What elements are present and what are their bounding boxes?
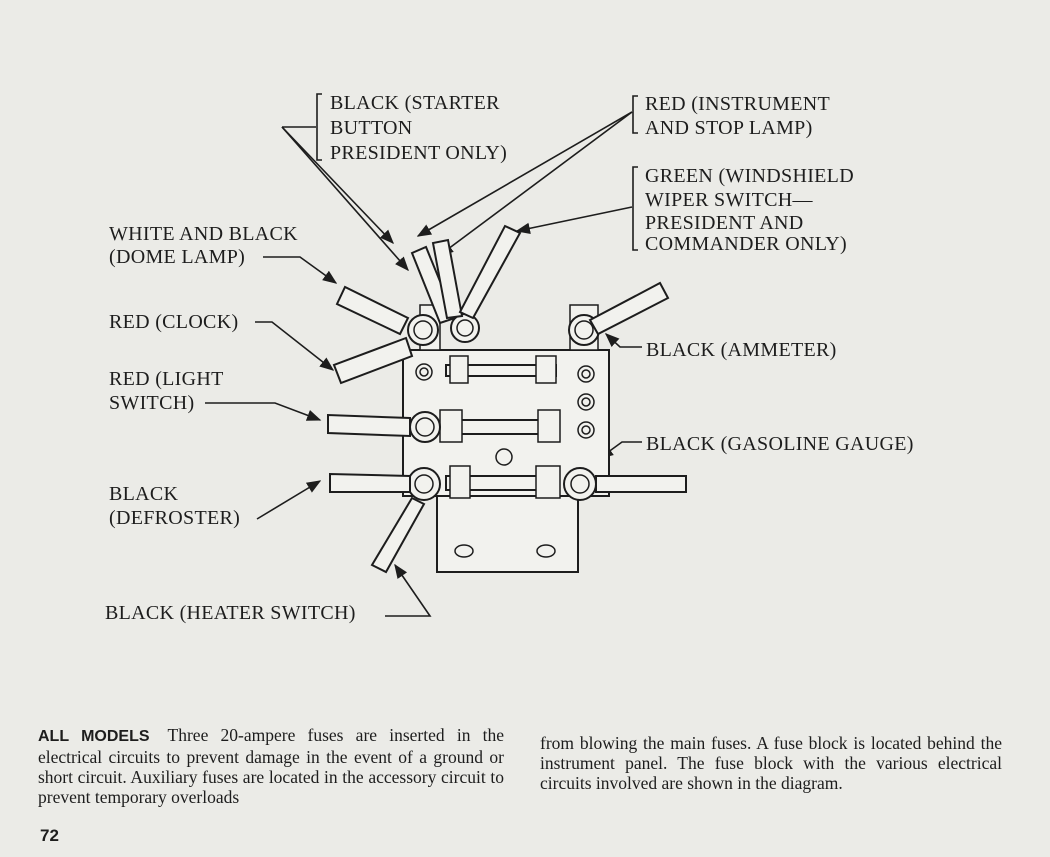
label-red-instrument: RED (INSTRUMENT AND STOP LAMP) [632,93,830,139]
fuse-block-diagram: BLACK (STARTER BUTTON PRESIDENT ONLY) RE… [105,92,914,624]
wires [327,224,687,574]
label-green-wiper: GREEN (WINDSHIELD WIPER SWITCH— PRESIDEN… [632,165,854,255]
caption-column-2: from blowing the main fuses. A fuse bloc… [540,733,1002,793]
svg-text:WHITE AND BLACK: WHITE AND BLACK [109,223,298,245]
label-black-starter: BLACK (STARTER BUTTON PRESIDENT ONLY) [316,92,507,164]
svg-text:GREEN (WINDSHIELD: GREEN (WINDSHIELD [645,165,854,187]
label-black-heater: BLACK (HEATER SWITCH) [105,602,356,624]
svg-text:PRESIDENT AND: PRESIDENT AND [645,212,804,234]
leader-lines [205,111,642,617]
svg-text:SWITCH): SWITCH) [109,392,194,414]
svg-text:RED (INSTRUMENT: RED (INSTRUMENT [645,93,830,115]
fuses [439,355,561,499]
svg-text:RED (LIGHT: RED (LIGHT [109,368,224,390]
label-black-gasoline: BLACK (GASOLINE GAUGE) [646,433,914,455]
label-red-clock: RED (CLOCK) [109,311,238,333]
svg-text:AND STOP LAMP): AND STOP LAMP) [645,117,813,139]
svg-text:(DEFROSTER): (DEFROSTER) [109,507,240,529]
svg-text:(DOME LAMP): (DOME LAMP) [109,246,245,268]
label-black-ammeter: BLACK (AMMETER) [646,339,837,361]
svg-text:PRESIDENT ONLY): PRESIDENT ONLY) [330,142,507,164]
label-white-and-black: WHITE AND BLACK (DOME LAMP) [109,223,298,268]
svg-text:COMMANDER ONLY): COMMANDER ONLY) [645,233,847,255]
caption-lead: ALL MODELS [38,728,150,745]
svg-text:BLACK (STARTER: BLACK (STARTER [330,92,500,114]
page-number: 72 [40,826,59,845]
svg-text:BUTTON: BUTTON [330,117,413,139]
svg-text:BLACK: BLACK [109,483,179,505]
label-red-light: RED (LIGHT SWITCH) [109,368,224,414]
label-black-defroster: BLACK (DEFROSTER) [109,483,240,529]
svg-text:WIPER SWITCH—: WIPER SWITCH— [645,189,813,211]
caption-text-1: Three 20-ampere fuses are inserted in th… [38,725,505,807]
